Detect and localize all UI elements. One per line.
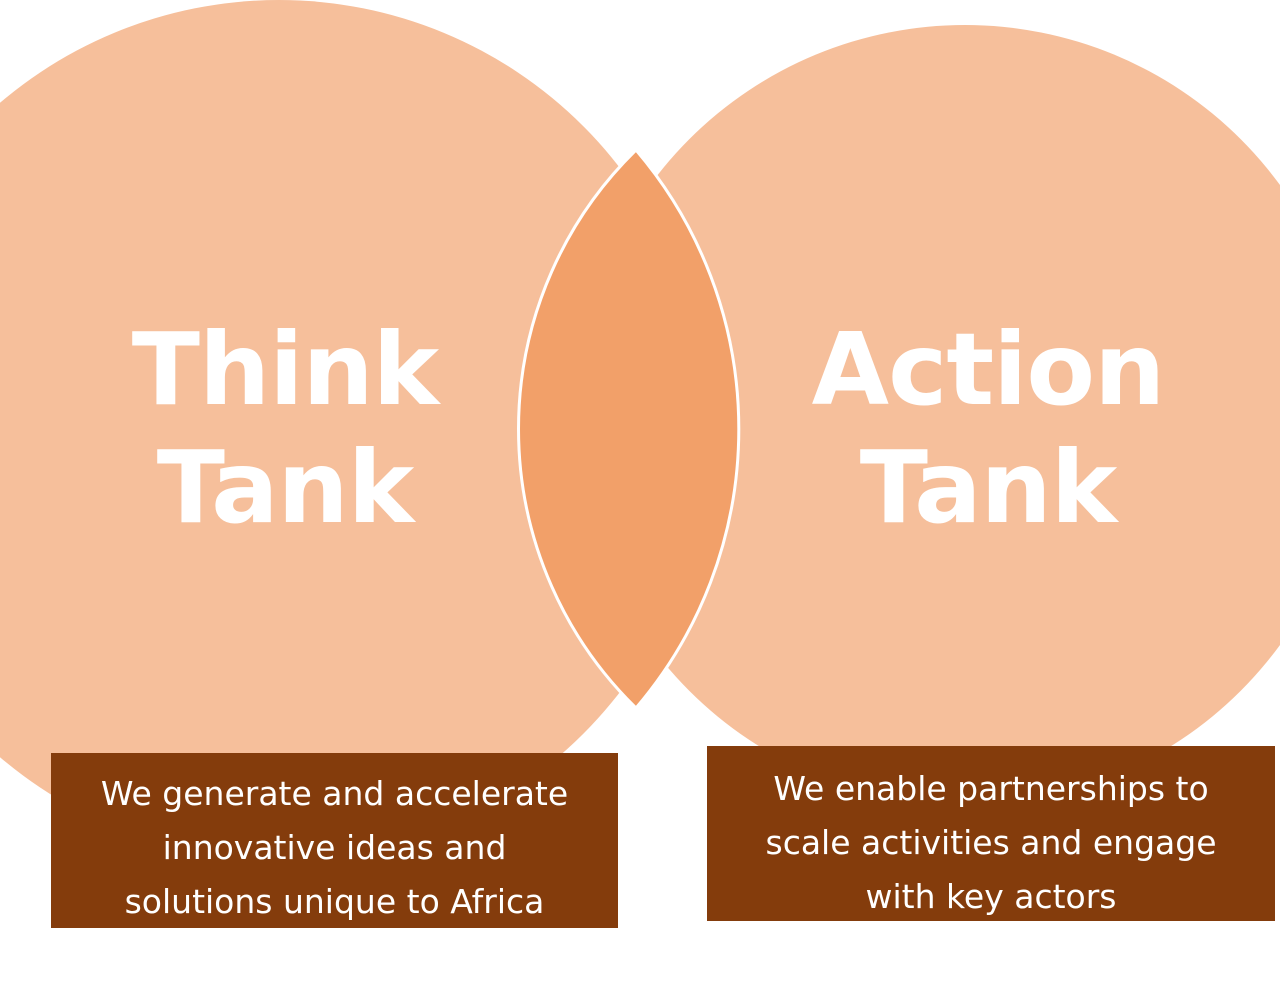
action-tank-description-line-2: scale activities and engage <box>765 823 1217 862</box>
think-tank-description-line-1: We generate and accelerate <box>100 774 569 813</box>
action-tank-circle <box>575 25 1280 805</box>
think-tank-title-line-1: Think <box>131 311 439 428</box>
action-tank-description-line-3: with key actors <box>865 877 1117 916</box>
action-tank-description-line-1: We enable partnerships to <box>773 769 1209 808</box>
think-tank-title: Think Tank <box>95 311 475 547</box>
think-tank-description-box: We generate and accelerate innovative id… <box>51 753 618 928</box>
action-tank-title-line-1: Action <box>811 311 1166 428</box>
action-tank-title-line-2: Tank <box>859 429 1118 546</box>
think-tank-title-line-2: Tank <box>156 429 415 546</box>
think-tank-description-line-2: innovative ideas and <box>162 828 507 867</box>
think-tank-circle <box>0 0 709 860</box>
action-tank-description-box: We enable partnerships to scale activiti… <box>707 746 1275 921</box>
overlap-lens <box>517 147 741 711</box>
think-tank-description-line-3: solutions unique to Africa <box>124 882 545 921</box>
action-tank-title: Action Tank <box>788 311 1188 547</box>
